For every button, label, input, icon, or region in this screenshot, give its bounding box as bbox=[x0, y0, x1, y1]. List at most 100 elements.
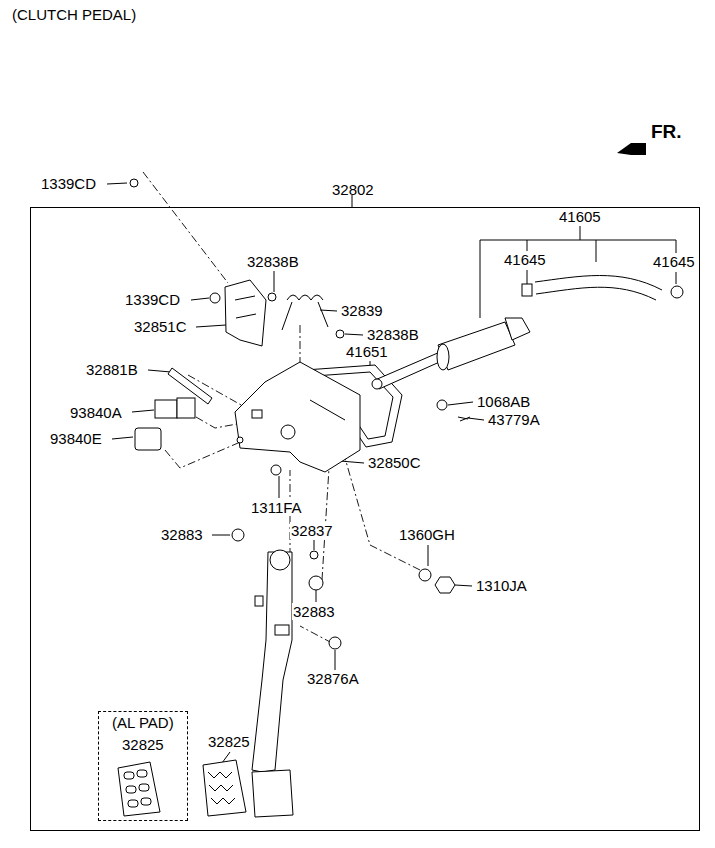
callout-number: 32839 bbox=[340, 302, 384, 319]
bracket-part bbox=[237, 437, 243, 443]
pedal-arm bbox=[309, 576, 323, 590]
pedal-pad bbox=[141, 798, 151, 805]
leader-line bbox=[428, 545, 429, 566]
pedal-arm bbox=[232, 529, 455, 817]
leader-line bbox=[345, 334, 363, 335]
pedal-arm bbox=[252, 770, 293, 817]
sensor bbox=[135, 368, 212, 450]
callout-number: 32825 bbox=[207, 733, 251, 750]
pedal-arm bbox=[255, 596, 263, 606]
master-cylinder bbox=[505, 318, 530, 340]
callout-number: 1339CD bbox=[40, 175, 97, 192]
bracket-part bbox=[235, 362, 360, 472]
pedal-arm bbox=[232, 529, 244, 541]
master-cylinder bbox=[437, 400, 447, 410]
pedal-arm bbox=[275, 625, 289, 635]
leader-line bbox=[448, 402, 473, 405]
callout-number: 32883 bbox=[292, 603, 336, 620]
pedal-pad bbox=[124, 772, 134, 779]
option-box: (AL PAD) 32825 bbox=[98, 711, 188, 821]
callout-number: 1360GH bbox=[398, 526, 456, 543]
pedal-pad bbox=[118, 760, 246, 816]
callout-number: 41645 bbox=[503, 251, 547, 268]
hose bbox=[535, 276, 683, 301]
callout-number: 1311FA bbox=[250, 499, 303, 516]
hose bbox=[671, 286, 683, 298]
callout-number: 41645 bbox=[652, 253, 696, 270]
bracket-part bbox=[281, 425, 295, 439]
callout-number: 32838B bbox=[246, 253, 300, 270]
pedal-arm bbox=[435, 577, 455, 593]
leader-line bbox=[196, 325, 226, 327]
pedal-arm bbox=[310, 551, 318, 559]
master-cylinder bbox=[372, 379, 382, 389]
callout-number: 32851C bbox=[133, 318, 188, 335]
bracket-part bbox=[225, 280, 266, 346]
leader-line bbox=[148, 370, 171, 372]
dash-dot-line bbox=[300, 626, 332, 643]
leader-line bbox=[316, 590, 317, 602]
leader-line bbox=[596, 240, 597, 262]
callout-number: 43779A bbox=[487, 411, 541, 428]
leader-line bbox=[480, 240, 676, 318]
bracket-part bbox=[210, 293, 220, 303]
pedal-arm bbox=[419, 569, 431, 581]
leader-line bbox=[527, 240, 528, 251]
bracket-part bbox=[268, 293, 276, 301]
pedal-pad bbox=[128, 800, 138, 807]
pedal-pad bbox=[118, 762, 160, 816]
leader-line bbox=[132, 410, 154, 412]
pedal-arm bbox=[270, 550, 290, 570]
dash-dot-line bbox=[345, 458, 420, 570]
pedal-pad bbox=[126, 786, 136, 793]
fr-arrow bbox=[617, 143, 646, 155]
master-cylinder bbox=[437, 344, 449, 370]
leader-line bbox=[191, 298, 209, 300]
leader-line bbox=[314, 540, 315, 550]
pedal-pad bbox=[203, 760, 246, 816]
leader-line bbox=[112, 437, 133, 439]
fr-arrow bbox=[617, 143, 646, 155]
hose bbox=[536, 287, 656, 300]
diagram-title: (CLUTCH PEDAL) bbox=[12, 6, 136, 23]
dash-dot-line bbox=[143, 172, 228, 283]
callout-number: 32825 bbox=[122, 736, 164, 753]
leader-line bbox=[335, 650, 336, 670]
callout-number: 1339CD bbox=[124, 291, 181, 308]
leader-line bbox=[676, 272, 677, 284]
pedal-pad bbox=[139, 784, 149, 791]
leader-line bbox=[527, 270, 528, 284]
callout-number: 32883 bbox=[160, 526, 204, 543]
bracket-part bbox=[282, 295, 328, 330]
pedal-pad bbox=[208, 772, 235, 804]
bracket-part bbox=[130, 179, 138, 187]
bracket-part bbox=[271, 465, 281, 475]
bracket-part bbox=[236, 314, 256, 318]
sensor bbox=[177, 398, 195, 418]
bracket-part bbox=[310, 400, 345, 420]
callout-number: 93840A bbox=[69, 404, 123, 421]
sensor bbox=[135, 428, 161, 450]
master-cylinder bbox=[522, 284, 532, 296]
leader-line bbox=[340, 461, 364, 463]
bracket-part bbox=[235, 296, 255, 300]
leader-line bbox=[107, 183, 676, 763]
callout-number: 93840E bbox=[49, 430, 103, 447]
pedal-arm bbox=[252, 552, 292, 772]
option-label: (AL PAD) bbox=[112, 714, 174, 731]
callout-number: 32837 bbox=[290, 522, 334, 539]
callout-number: 41605 bbox=[558, 208, 602, 225]
callout-number: 32838B bbox=[366, 326, 420, 343]
part-number: 32802 bbox=[332, 181, 374, 198]
direction-label: FR. bbox=[650, 121, 683, 143]
sensor bbox=[155, 400, 177, 418]
callout-number: 1068AB bbox=[476, 393, 531, 410]
hose bbox=[535, 276, 662, 291]
callout-number: 32876A bbox=[306, 670, 360, 687]
leader-line bbox=[212, 535, 230, 536]
bracket-part bbox=[252, 410, 262, 418]
master-cylinder bbox=[372, 284, 532, 421]
callout-number: 41651 bbox=[345, 343, 389, 360]
leader-line bbox=[279, 476, 280, 498]
